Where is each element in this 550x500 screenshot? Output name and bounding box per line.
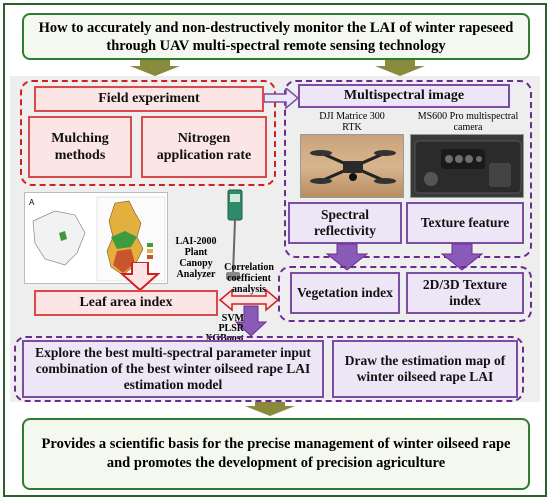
field-experiment-label: Field experiment [98, 91, 200, 106]
model-svm: SVM [221, 313, 244, 324]
draw-map-box: Draw the estimation map of winter oilsee… [332, 340, 518, 398]
leaf-area-index-box: Leaf area index [34, 290, 218, 316]
mulching-methods-box: Mulching methods [28, 116, 132, 178]
drone-caption: DJI Matrice 300 RTK [296, 110, 408, 134]
vegetation-index-box: Vegetation index [290, 272, 400, 314]
conclusion-box: Provides a scientific basis for the prec… [22, 418, 530, 490]
field-experiment-group [20, 80, 276, 186]
canopy-analyzer-icon [226, 189, 243, 280]
field-experiment-box: Field experiment [34, 86, 264, 112]
multispectral-image-label: Multispectral image [343, 88, 465, 103]
leaf-area-index-label: Leaf area index [79, 295, 173, 310]
texture-feature-label: Texture feature [420, 215, 510, 230]
spectral-reflectivity-box: Spectral reflectivity [288, 202, 402, 244]
model-list: SVM PLSR XGBoost [196, 314, 244, 346]
drone-icon [310, 150, 396, 184]
lai-2000-label-text: LAI-2000 Plant Canopy Analyzer [175, 236, 217, 280]
correlation-label: Correlation coefficient analysis [210, 261, 288, 295]
nitrogen-rate-box: Nitrogen application rate [141, 116, 267, 178]
camera-icon [414, 140, 522, 194]
correlation-double-arrow [218, 288, 280, 312]
draw-map-label: Draw the estimation map of winter oilsee… [344, 353, 506, 384]
index-group [278, 266, 532, 322]
study-area-map: A [24, 192, 168, 284]
multispectral-group [284, 80, 532, 258]
estimation-group [14, 336, 524, 402]
canopy-analyzer-device [222, 188, 248, 284]
texture-feature-box: Texture feature [406, 202, 524, 244]
outer-frame [3, 3, 547, 497]
texture-index-label: 2D/3D Texture index [422, 277, 508, 308]
model-plsr: PLSR [218, 323, 244, 334]
drone-photo [300, 134, 404, 198]
texture-index-box: 2D/3D Texture index [406, 272, 524, 314]
svg-text:A: A [29, 198, 35, 207]
vegetation-index-label: Vegetation index [297, 285, 393, 300]
camera-photo [410, 134, 524, 198]
camera-caption-text: MS600 Pro multispectral camera [417, 111, 519, 133]
lai-2000-label: LAI-2000 Plant Canopy Analyzer [168, 234, 224, 282]
explore-box: Explore the best multi-spectral paramete… [22, 340, 324, 398]
explore-label: Explore the best multi-spectral paramete… [35, 345, 311, 392]
multispectral-image-box: Multispectral image [298, 84, 510, 108]
arrow-field-to-multispectral [264, 88, 300, 110]
camera-caption: MS600 Pro multispectral camera [408, 110, 528, 134]
nitrogen-rate-label: Nitrogen application rate [156, 131, 252, 163]
correlation-label-text: Correlation coefficient analysis [224, 261, 274, 295]
arrow-to-lai [120, 262, 160, 292]
drone-caption-text: DJI Matrice 300 RTK [319, 111, 385, 133]
spectral-reflectivity-label: Spectral reflectivity [314, 207, 376, 238]
research-question-text: How to accurately and non-destructively … [38, 19, 514, 54]
model-xgboost: XGBoost [205, 333, 244, 344]
research-question-box: How to accurately and non-destructively … [22, 13, 530, 60]
conclusion-text: Provides a scientific basis for the prec… [41, 436, 511, 471]
mulching-methods-label: Mulching methods [51, 131, 109, 163]
